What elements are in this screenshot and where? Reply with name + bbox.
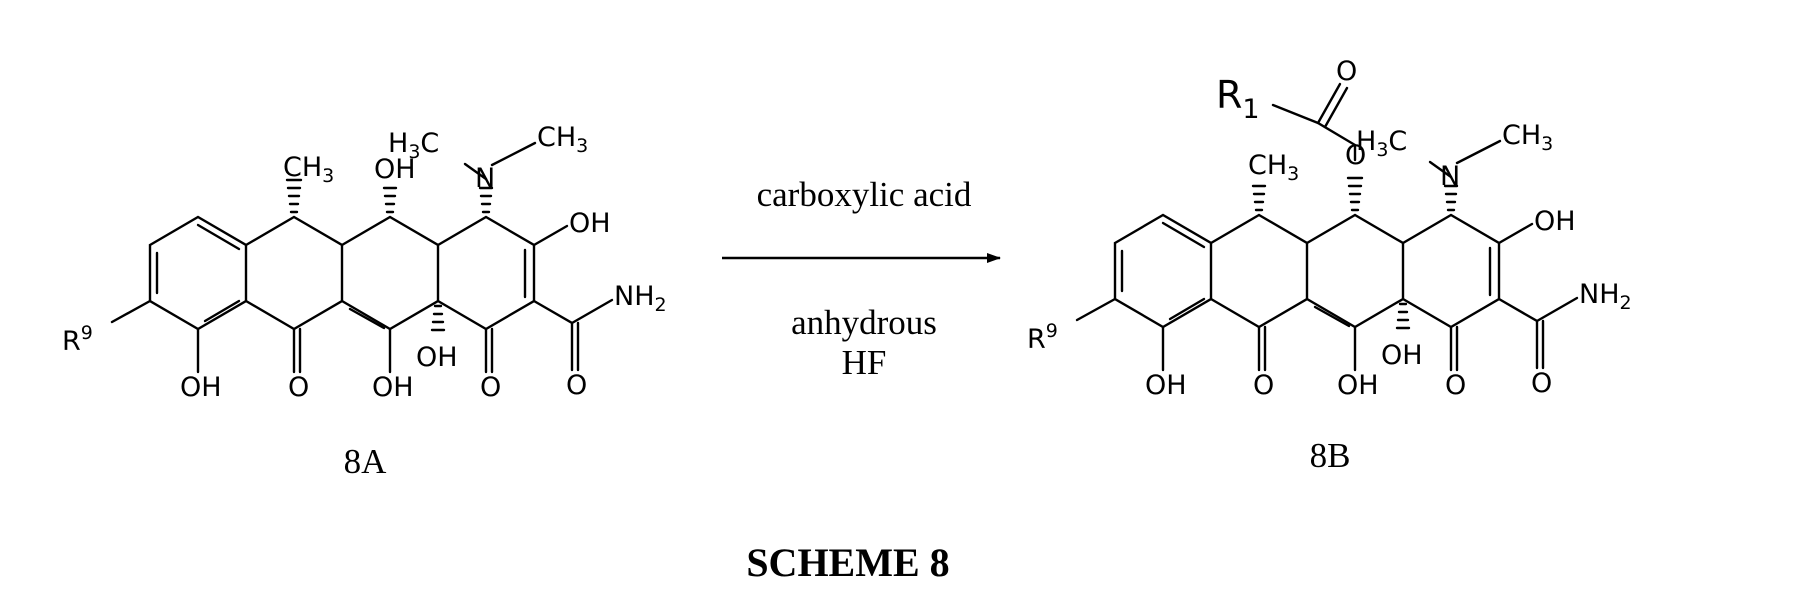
r9-label: R9	[62, 322, 93, 357]
amide-oxygen-label: O	[1531, 368, 1552, 399]
compound-8b: R1 O O R9 CH3 H3C N CH3 OH NH2 OH O OH O…	[1027, 56, 1632, 475]
ketone-oxygen-label-1: O	[1253, 370, 1274, 401]
compound-8b-atoms: R1 O O R9 CH3 H3C N CH3 OH NH2 OH O OH O…	[1027, 56, 1632, 401]
dimethylamino-right-methyl-label: CH3	[537, 122, 588, 157]
enol-hydroxyl-label-mid: OH	[1337, 370, 1379, 401]
amide-nh2-label: NH2	[1579, 279, 1632, 314]
reagent-bottom-label-1: anhydrous	[791, 303, 937, 342]
ketone-oxygen-label-2: O	[480, 372, 501, 403]
compound-8a-stereo-bonds	[287, 180, 492, 330]
reaction-arrow-group: carboxylic acid anhydrous HF	[722, 175, 1000, 382]
amide-oxygen-label: O	[566, 370, 587, 401]
compound-8a-atoms: R9 CH3 OH H3C N CH3 OH NH2 OH O OH OH O …	[62, 122, 667, 403]
enol-hydroxyl-label: OH	[1534, 206, 1576, 237]
compound-8b-stereo-bonds	[1253, 178, 1457, 328]
ketone-oxygen-label-1: O	[288, 372, 309, 403]
dimethylamino-right-methyl-label: CH3	[1502, 120, 1553, 155]
compound-8a: R9 CH3 OH H3C N CH3 OH NH2 OH O OH OH O …	[62, 122, 667, 481]
reagent-bottom-label-2: HF	[842, 343, 887, 382]
methyl-label: CH3	[283, 152, 334, 187]
junction-hydroxyl-label: OH	[1381, 340, 1423, 371]
r9-label: R9	[1027, 320, 1058, 355]
nitrogen-label: N	[475, 163, 495, 194]
phenol-hydroxyl-label: OH	[1145, 370, 1187, 401]
scheme-title: SCHEME 8	[746, 540, 949, 585]
r1-label: R1	[1216, 73, 1260, 125]
dimethylamino-left-methyl-label: H3C	[1356, 126, 1407, 161]
carbonyl-oxygen-label: O	[1336, 56, 1357, 87]
ketone-oxygen-label-2: O	[1445, 370, 1466, 401]
methyl-label: CH3	[1248, 150, 1299, 185]
enol-hydroxyl-label: OH	[569, 208, 611, 239]
compound-8a-label: 8A	[344, 442, 388, 481]
reagent-top-label: carboxylic acid	[757, 175, 972, 214]
enol-hydroxyl-label-mid: OH	[372, 372, 414, 403]
junction-hydroxyl-label: OH	[416, 342, 458, 373]
compound-8a-bonds	[112, 143, 612, 372]
phenol-hydroxyl-label: OH	[180, 372, 222, 403]
amide-nh2-label: NH2	[614, 281, 667, 316]
compound-8b-label: 8B	[1310, 436, 1351, 475]
dimethylamino-left-methyl-label: H3C	[388, 128, 439, 163]
nitrogen-label: N	[1440, 161, 1460, 192]
